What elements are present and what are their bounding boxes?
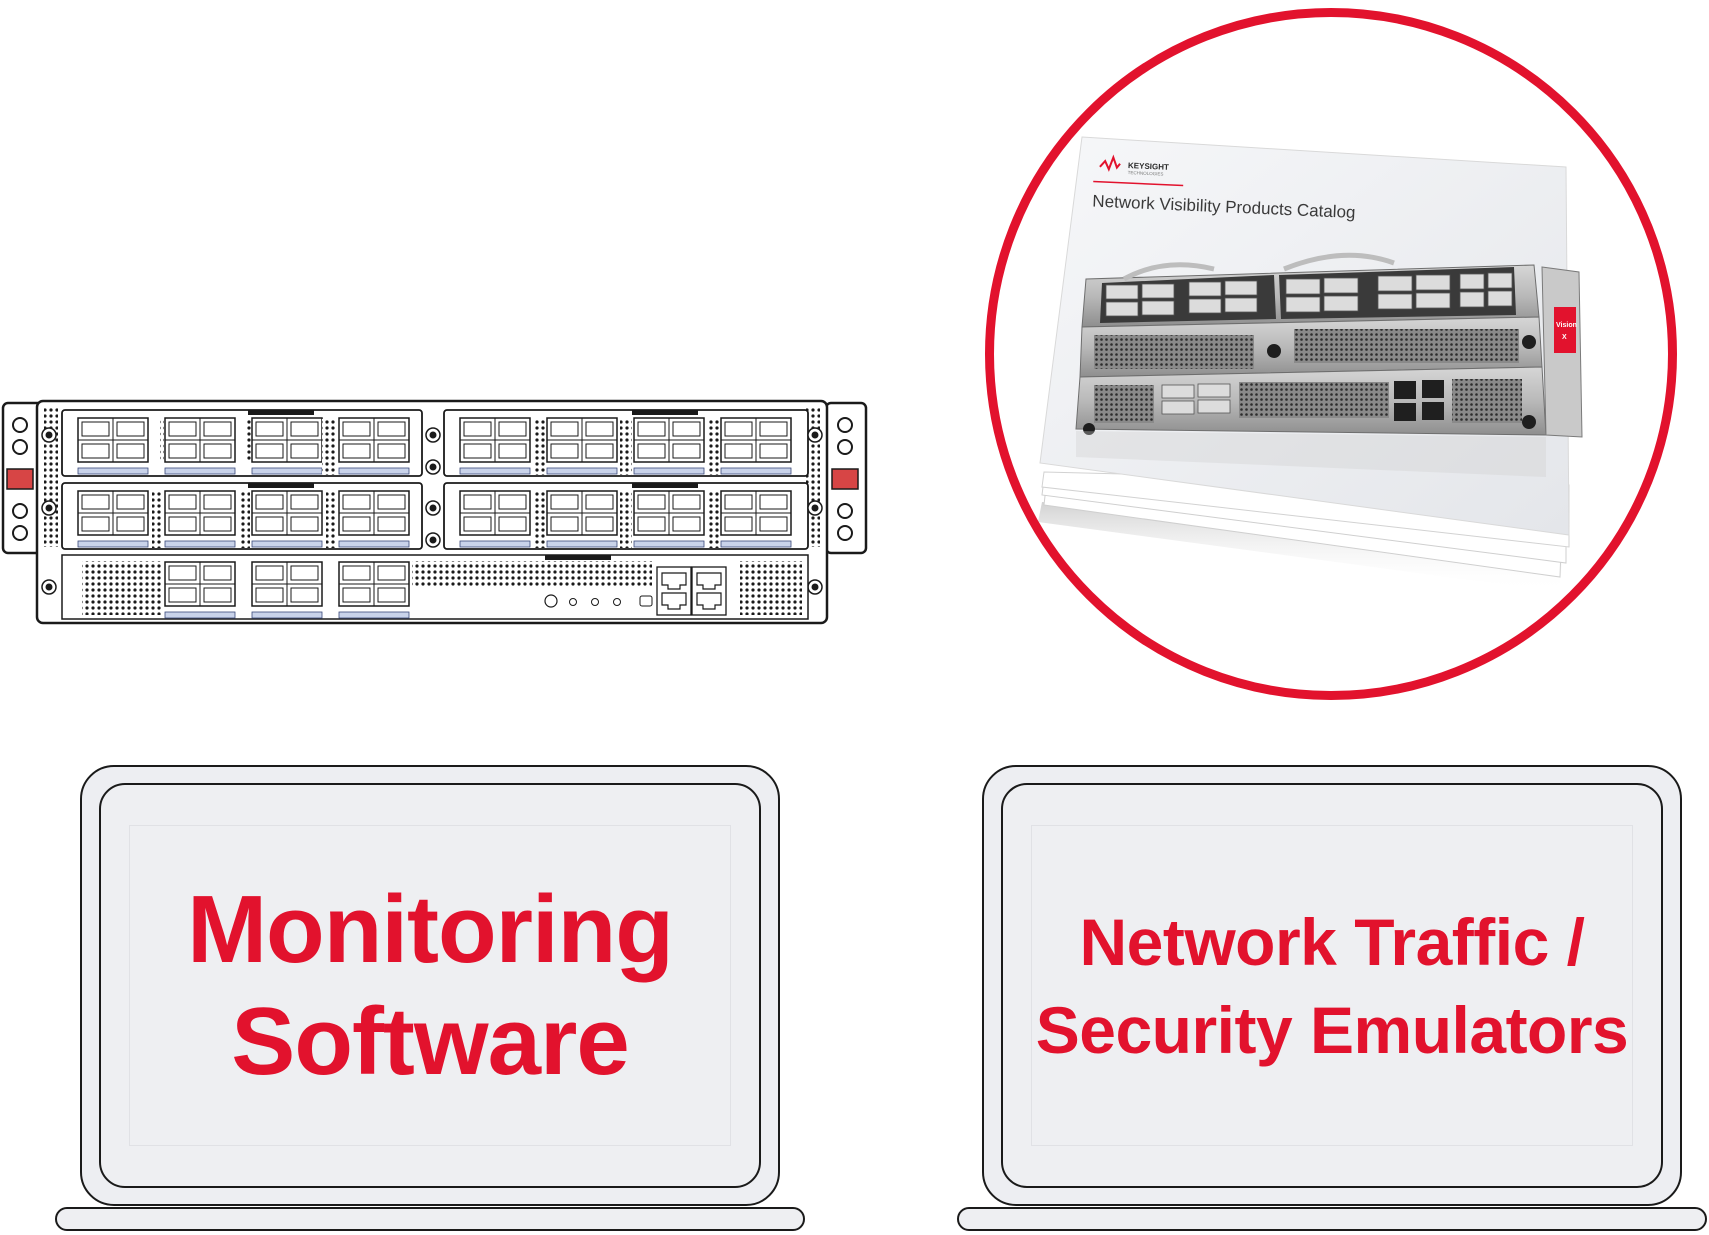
security-emulators-line-2: Security Emulators <box>1035 992 1629 1067</box>
catalog-circle: KEYSIGHT TECHNOLOGIES Network Visibility… <box>985 8 1677 700</box>
vision-x-badge <box>1554 307 1576 353</box>
network-appliance-rack <box>1 399 868 625</box>
catalog-brochure: KEYSIGHT TECHNOLOGIES Network Visibility… <box>1038 136 1583 592</box>
module-top-right <box>443 409 809 477</box>
laptop-bezel: Network Traffic / Security Emulators <box>1001 783 1663 1188</box>
laptop-screen: Network Traffic / Security Emulators <box>1031 825 1633 1146</box>
monitoring-software-label: Monitoring Software <box>187 874 674 1098</box>
vision-x-badge-text-1: Vision <box>1556 322 1577 329</box>
vision-x-badge-text-2: X <box>1562 334 1567 341</box>
laptop-base <box>957 1207 1707 1231</box>
laptop-screen: Monitoring Software <box>129 825 731 1146</box>
module-top-left <box>61 409 423 477</box>
rack-ear-handle-left <box>6 468 34 490</box>
module-mid-left <box>61 482 423 550</box>
laptop-bezel: Monitoring Software <box>99 783 761 1188</box>
catalog-device-photo: Vision X <box>1075 252 1583 477</box>
laptop-lid: Monitoring Software <box>80 765 780 1206</box>
catalog-brand: KEYSIGHT <box>1128 161 1169 172</box>
module-mid-right <box>443 482 809 550</box>
network-traffic-line-1: Network Traffic / <box>1079 904 1585 979</box>
monitoring-software-line-2: Software <box>231 987 629 1095</box>
laptop-lid: Network Traffic / Security Emulators <box>982 765 1682 1206</box>
catalog-brand-sub: TECHNOLOGIES <box>1128 170 1164 177</box>
bottom-tray <box>61 554 809 620</box>
laptop-base <box>55 1207 805 1231</box>
rack-ear-handle-right <box>831 468 859 490</box>
network-traffic-security-emulators-label: Network Traffic / Security Emulators <box>1036 898 1629 1074</box>
laptop-network-traffic-emulators: Network Traffic / Security Emulators <box>957 765 1707 1235</box>
monitoring-software-line-1: Monitoring <box>187 875 674 983</box>
laptop-monitoring-software: Monitoring Software <box>55 765 805 1235</box>
